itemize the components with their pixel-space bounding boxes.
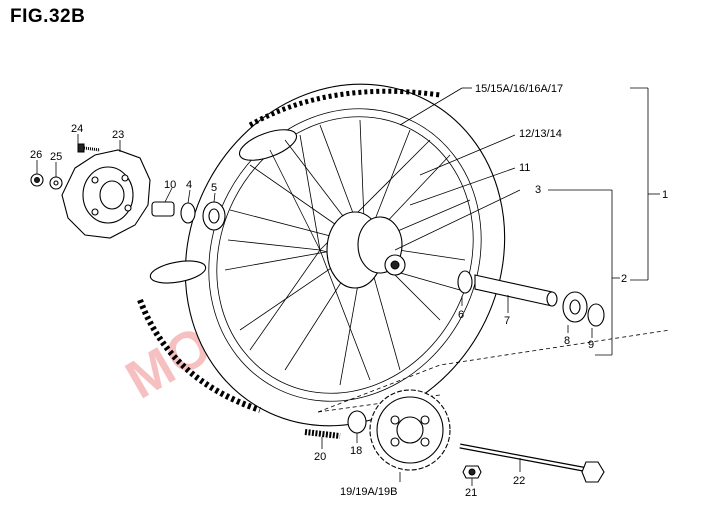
oil-seal-left <box>180 202 196 224</box>
wheel-assembly <box>137 83 506 427</box>
bearing-left-inner <box>208 208 220 224</box>
bearing-right-inner <box>569 299 581 315</box>
rim <box>208 108 482 402</box>
oil-seal-right <box>587 303 605 327</box>
tyre-section-left <box>149 260 207 284</box>
label-6: 6 <box>458 309 464 321</box>
label-18: 18 <box>350 445 362 457</box>
label-12-14: 12/13/14 <box>519 128 562 140</box>
leader-lines <box>36 87 660 486</box>
label-4: 4 <box>186 179 192 191</box>
collar-6 <box>457 270 473 294</box>
label-3: 3 <box>535 184 541 196</box>
label-11: 11 <box>519 162 530 174</box>
label-21: 21 <box>465 487 477 499</box>
sprocket-nut <box>462 465 482 479</box>
hub-center <box>390 260 400 270</box>
label-10: 10 <box>164 179 176 191</box>
label-2: 2 <box>621 273 627 285</box>
distance-collar-end <box>546 291 558 307</box>
sprocket-stud <box>304 429 341 439</box>
label-20: 20 <box>314 451 326 463</box>
label-7: 7 <box>504 315 510 327</box>
disc-nut <box>30 173 44 187</box>
label-22: 22 <box>513 475 525 487</box>
label-15-17: 15/15A/16/16A/17 <box>475 83 563 95</box>
figure-title: FIG.32B <box>10 6 86 27</box>
sprocket-plane-top <box>317 329 671 413</box>
sprocket <box>369 389 451 471</box>
left-spacer <box>151 201 175 217</box>
label-5: 5 <box>211 182 217 194</box>
label-24: 24 <box>71 123 83 135</box>
tread-top <box>248 88 441 128</box>
tread-left <box>137 298 261 413</box>
rear-axle <box>459 443 605 483</box>
label-9: 9 <box>588 339 594 351</box>
label-23: 23 <box>112 129 124 141</box>
label-25: 25 <box>50 151 62 163</box>
label-8: 8 <box>564 335 570 347</box>
brake-disc <box>61 149 151 239</box>
sprocket-washer <box>347 410 367 434</box>
rim-inner <box>216 116 474 394</box>
label-19: 19/19A/19B <box>340 486 398 498</box>
label-26: 26 <box>30 149 42 161</box>
label-1: 1 <box>662 189 668 201</box>
tyre-section-top <box>238 129 298 161</box>
disc-washer <box>49 176 63 190</box>
disc-bolt <box>77 143 101 153</box>
